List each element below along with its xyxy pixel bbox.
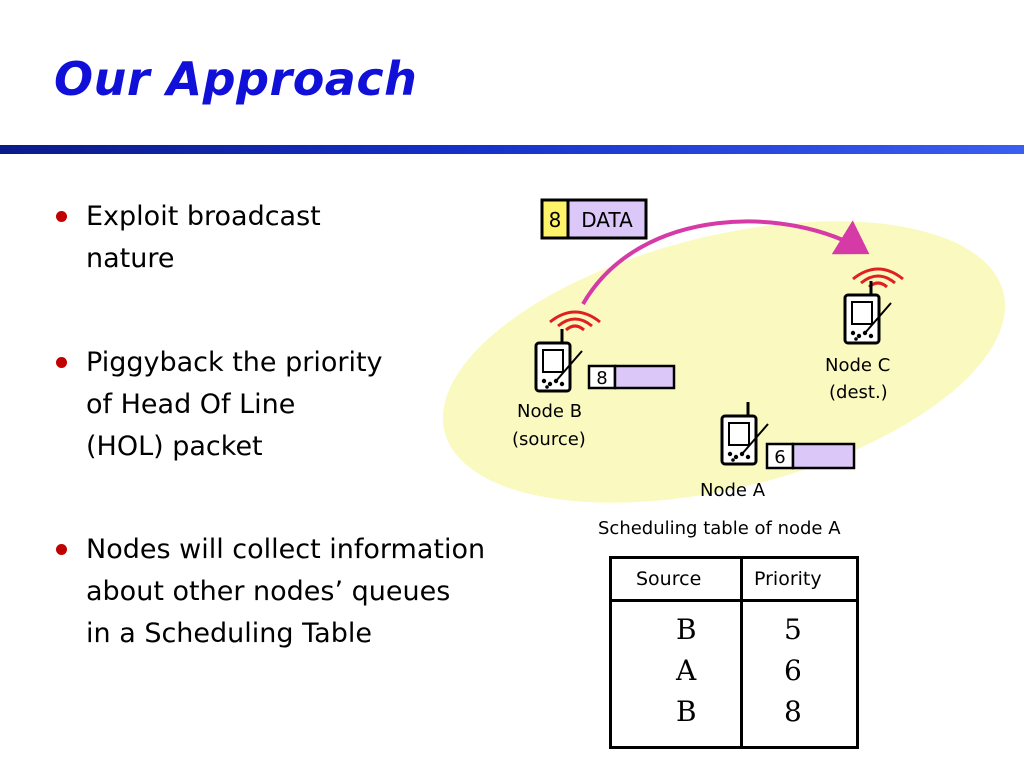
transmission-arrow (581, 219, 870, 305)
table-cell-priority: 5 (784, 613, 802, 646)
bullet-text: Piggyback the priority of Head Of Line (… (86, 347, 383, 462)
node-a-queue-body (791, 442, 856, 470)
title-divider (0, 145, 1024, 154)
node-b-queue-value: 8 (596, 368, 607, 389)
bullet-dot-icon (56, 211, 67, 222)
scheduling-table: Source Priority B 5 A 6 B 8 (609, 556, 859, 749)
node-a-queue-value: 6 (774, 447, 785, 468)
column-header-priority: Priority (754, 568, 822, 590)
bullet-text: Exploit broadcast nature (86, 201, 321, 274)
table-cell-source: B (676, 613, 697, 646)
table-cell-source: B (676, 695, 697, 728)
node-b-role: (source) (512, 429, 586, 450)
node-a-name: Node A (700, 480, 766, 501)
bullet-dot-icon (56, 357, 67, 368)
table-divider (612, 599, 856, 602)
broadcast-range-ellipse (442, 221, 1006, 503)
node-b-queue-body (613, 364, 676, 390)
table-caption: Scheduling table of node A (598, 518, 841, 539)
column-header-source: Source (636, 568, 702, 590)
node-c-name: Node C (825, 355, 891, 376)
table-divider (740, 559, 743, 746)
node-b-name: Node B (517, 401, 583, 422)
table-cell-source: A (676, 654, 697, 687)
slide-title: Our Approach (54, 52, 418, 106)
packet-priority-value: 8 (549, 208, 562, 232)
node-c-role: (dest.) (829, 382, 888, 403)
packet-data-label: DATA (581, 208, 633, 232)
table-cell-priority: 6 (784, 654, 802, 687)
bullet-text: Nodes will collect information about oth… (86, 534, 486, 649)
node-a-queue-head (765, 442, 795, 470)
table-cell-priority: 8 (784, 695, 802, 728)
packet-data-field (566, 198, 648, 240)
bullet-dot-icon (56, 544, 67, 555)
